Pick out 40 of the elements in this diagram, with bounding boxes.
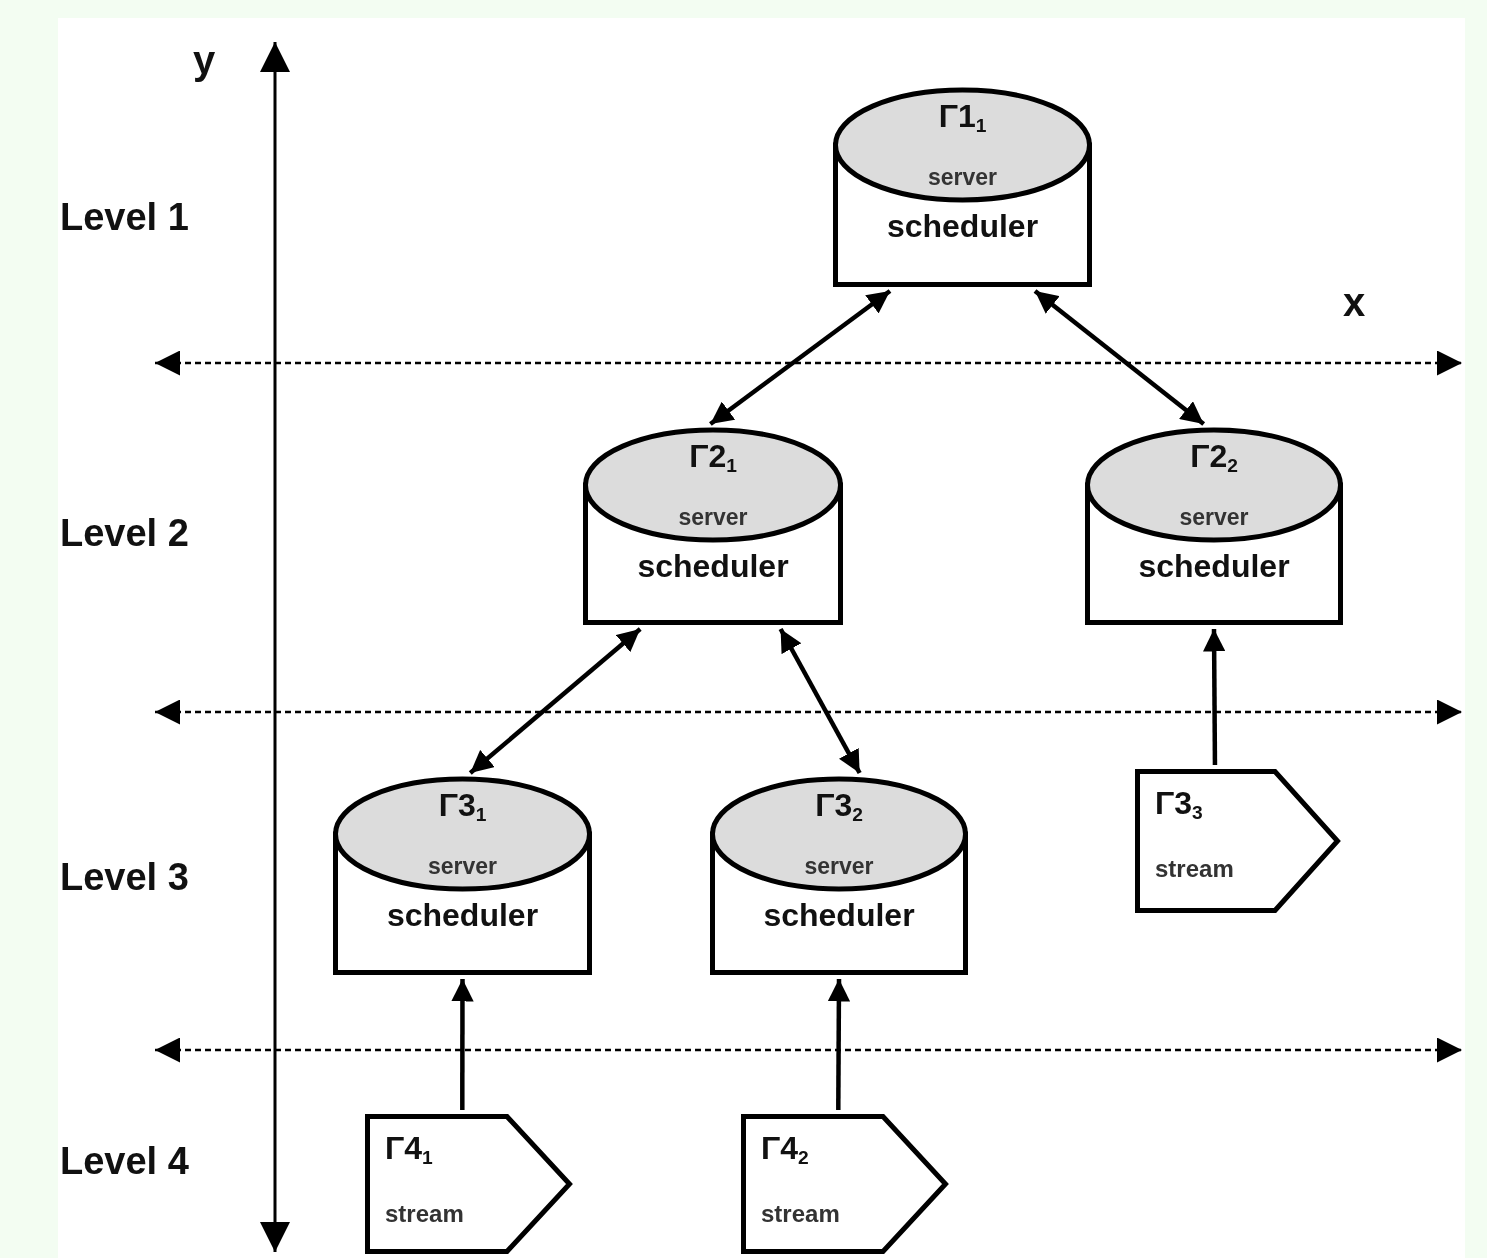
level-label: Level 2 xyxy=(60,514,189,552)
node-type: server xyxy=(426,855,499,878)
server-cylinder xyxy=(833,88,1092,287)
node-role: scheduler xyxy=(1137,550,1291,582)
node-type: server xyxy=(1178,506,1250,529)
level-label: Level 4 xyxy=(60,1142,189,1180)
node-title: Γ4$_{1}$ xyxy=(385,1132,433,1167)
node-role: scheduler xyxy=(385,899,540,931)
node-title: Γ4$_{2}$ xyxy=(761,1132,809,1167)
node-title: Γ2$_{1}$ xyxy=(688,440,738,475)
arrow xyxy=(709,289,892,426)
arrow xyxy=(1202,629,1226,765)
arrow xyxy=(827,979,851,1110)
node-type: server xyxy=(926,166,999,189)
arrow xyxy=(468,627,642,775)
node-type: stream xyxy=(761,1202,840,1226)
node-title: Γ2$_{2}$ xyxy=(1189,440,1239,475)
level-label: Level 3 xyxy=(60,858,189,896)
arrow xyxy=(778,627,862,775)
node-role: scheduler xyxy=(762,899,916,931)
level-label: Level 1 xyxy=(60,198,189,236)
node-type: stream xyxy=(1155,857,1234,881)
server-cylinder xyxy=(1085,428,1343,625)
node-role: scheduler xyxy=(636,550,790,582)
axis-label: x xyxy=(1343,282,1366,322)
server-cylinder xyxy=(583,428,843,625)
node-type: stream xyxy=(385,1202,464,1226)
arrow xyxy=(451,979,474,1110)
node-type: server xyxy=(677,506,749,529)
server-cylinder xyxy=(333,777,592,975)
node-role: scheduler xyxy=(885,210,1040,242)
stream-tag xyxy=(1135,769,1340,913)
arrow xyxy=(1033,289,1206,426)
axis-label: y xyxy=(193,40,216,80)
server-cylinder xyxy=(710,777,968,975)
node-title: Γ3$_{3}$ xyxy=(1155,787,1203,822)
node-title: Γ3$_{1}$ xyxy=(437,789,488,824)
node-title: Γ1$_{1}$ xyxy=(937,100,988,135)
node-title: Γ3$_{2}$ xyxy=(814,789,864,824)
node-type: server xyxy=(803,855,875,878)
